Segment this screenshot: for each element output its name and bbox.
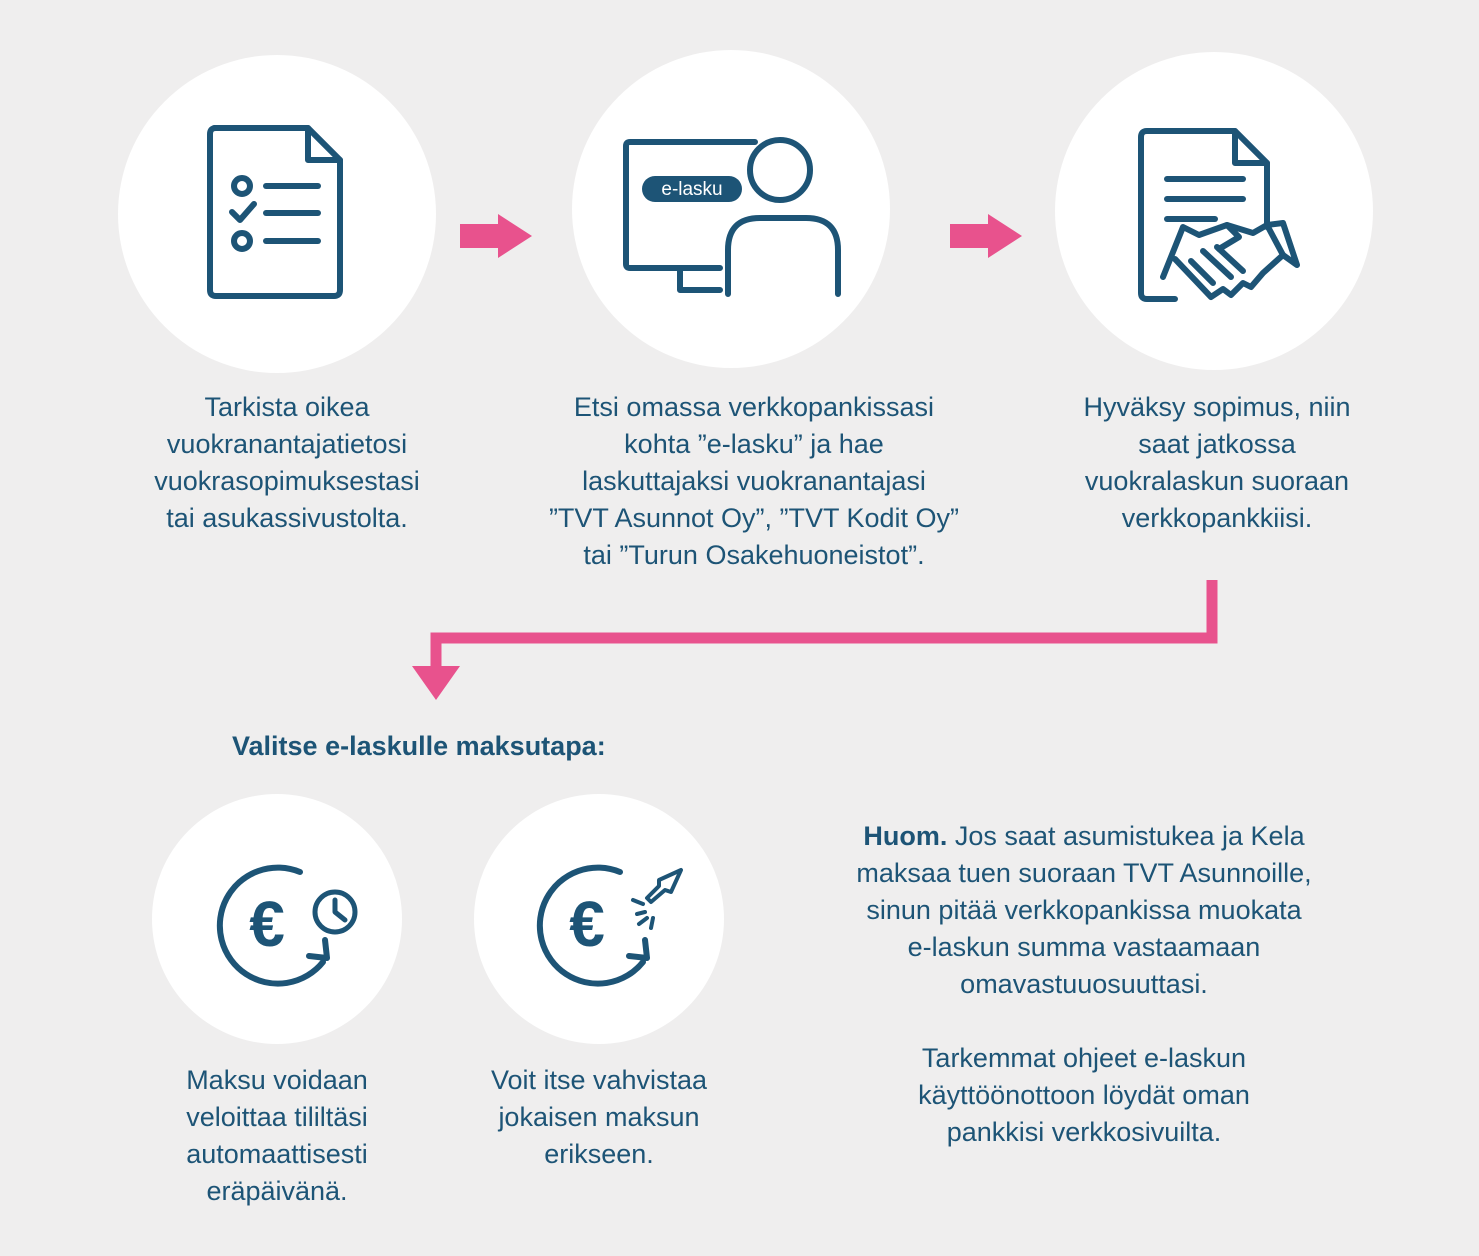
euro-clock-icon: € xyxy=(216,864,358,987)
step-2-text: Etsi omassa verkkopankissasi kohta ”e-la… xyxy=(548,392,960,570)
checklist-document-icon xyxy=(207,125,343,299)
option-2-text: Voit itse vahvistaa jokaisen maksun erik… xyxy=(490,1065,708,1169)
contract-handshake-icon xyxy=(1138,128,1300,302)
arrow-right-1-icon xyxy=(460,214,532,258)
euro-click-icon: € xyxy=(536,864,683,987)
more-info-text: Tarkemmat ohjeet e-laskun käyttöönottoon… xyxy=(918,1043,1250,1147)
screen-label: e-lasku xyxy=(661,179,722,200)
option-1-text: Maksu voidaan veloittaa tililtäsi automa… xyxy=(186,1065,368,1206)
arrow-right-2-icon xyxy=(950,214,1022,258)
payment-heading: Valitse e-laskulle maksutapa: xyxy=(232,731,606,761)
step-1-text: Tarkista oikea vuokranantajatietosi vuok… xyxy=(154,392,420,533)
note-text: Huom. Jos saat asumistukea ja Kela maksa… xyxy=(804,818,1364,1003)
option-1-circle xyxy=(152,794,402,1044)
option-2-circle xyxy=(474,794,724,1044)
flow-connector-arrow xyxy=(412,580,1218,700)
svg-text:€: € xyxy=(249,888,285,960)
svg-text:€: € xyxy=(569,888,605,960)
note-bold: Huom. xyxy=(863,821,948,851)
step-3-circle xyxy=(1055,52,1373,370)
computer-user-icon: e-lasku xyxy=(623,137,841,297)
step-3-text: Hyväksy sopimus, niin saat jatkossa vuok… xyxy=(1083,392,1351,533)
note-first-line: Huom. Jos saat asumistukea ja Kela xyxy=(863,821,1305,851)
